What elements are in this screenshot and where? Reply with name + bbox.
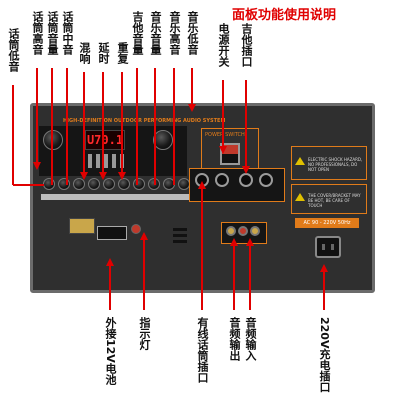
label-mic-bass: 话筒低音 (7, 28, 20, 72)
label-audio-output: 音频输出 (228, 317, 241, 361)
label-delay: 延时 (97, 42, 110, 64)
warning-icon (295, 157, 305, 165)
slider-1[interactable] (88, 154, 92, 168)
audio-input-jack-left[interactable] (250, 226, 260, 236)
label-reverb: 混响 (78, 42, 91, 64)
label-music-volume: 音乐音量 (149, 11, 162, 55)
label-wired-mic-jack: 有线话筒插口 (196, 317, 209, 383)
socket-pin-1 (322, 244, 325, 250)
warning-label-2: THE COVER/BRACKET MAY BE HOT, BE CARE OF… (291, 184, 367, 214)
reverb-knob[interactable] (103, 178, 115, 190)
display-value: U70.1 (86, 133, 124, 147)
label-music-treble: 音乐高音 (168, 11, 181, 55)
delay-knob[interactable] (118, 178, 130, 190)
voltage-label: AC 90 - 220V 50Hz (295, 218, 359, 228)
arrowhead (188, 104, 196, 112)
warning-text-1: ELECTRIC SHOCK HAZARD, NO PROFESSIONALS,… (308, 157, 363, 172)
ac-power-socket[interactable] (315, 236, 341, 258)
label-guitar-jack: 吉他插口 (240, 23, 253, 67)
arrowhead (230, 238, 238, 246)
guitar-jack-2[interactable] (259, 173, 273, 187)
audio-output-jack-right[interactable] (238, 226, 248, 236)
label-mic-treble: 话筒高音 (31, 11, 44, 55)
battery-connector[interactable] (97, 226, 127, 240)
label-guitar-volume: 吉他音量 (131, 11, 144, 55)
arrowhead (320, 264, 328, 272)
vent-slot (173, 234, 187, 237)
slider-3[interactable] (104, 154, 108, 168)
label-external-12v-battery: 外接12V电池 (104, 317, 117, 385)
knob-label-strip (41, 194, 191, 200)
arrowhead (99, 172, 107, 180)
mic-volume-knob[interactable] (73, 178, 85, 190)
socket-pin-2 (331, 244, 334, 250)
audio-output-jack-left[interactable] (226, 226, 236, 236)
arrowhead (198, 181, 206, 189)
label-power-switch: 电源开关 (217, 23, 230, 67)
arrowhead (242, 166, 250, 174)
power-switch-rocker (222, 145, 238, 154)
led-display: U70.1 (85, 130, 125, 150)
arrowhead (140, 232, 148, 240)
vent-slot (173, 240, 187, 243)
slider-2[interactable] (96, 154, 100, 168)
arrowhead (33, 162, 41, 170)
arrowhead (80, 172, 88, 180)
arrowhead (118, 172, 126, 180)
label-mic-volume: 话筒音量 (46, 11, 59, 55)
label-audio-input: 音频输入 (244, 317, 257, 361)
panel-header-text: HIGH-DEFINITION OUTDOOR PERFORMING AUDIO… (63, 118, 226, 124)
vent-slot (173, 228, 187, 231)
arrowhead (219, 146, 227, 154)
indicator-light (131, 224, 141, 234)
page-title: 面板功能使用说明 (232, 8, 337, 23)
label-repeat: 重复 (116, 42, 129, 64)
fuse-holder (69, 218, 95, 234)
slider-4[interactable] (112, 154, 116, 168)
mic-jack-2[interactable] (215, 173, 229, 187)
warning-text-2: THE COVER/BRACKET MAY BE HOT, BE CARE OF… (308, 193, 361, 208)
label-indicator-light: 指示灯 (138, 317, 151, 350)
label-mic-mid: 话筒中音 (61, 11, 74, 55)
hot-warning-icon (295, 193, 305, 201)
power-label: POWER SWITCH (205, 132, 245, 138)
mic-mid-knob[interactable] (88, 178, 100, 190)
arrowhead (106, 258, 114, 266)
music-volume-big-knob[interactable] (153, 130, 173, 150)
label-220v-charging-port: 220V充电插口 (318, 317, 331, 393)
arrowhead (246, 238, 254, 246)
label-music-bass: 音乐低音 (186, 11, 199, 55)
warning-label-1: ELECTRIC SHOCK HAZARD, NO PROFESSIONALS,… (291, 146, 367, 180)
